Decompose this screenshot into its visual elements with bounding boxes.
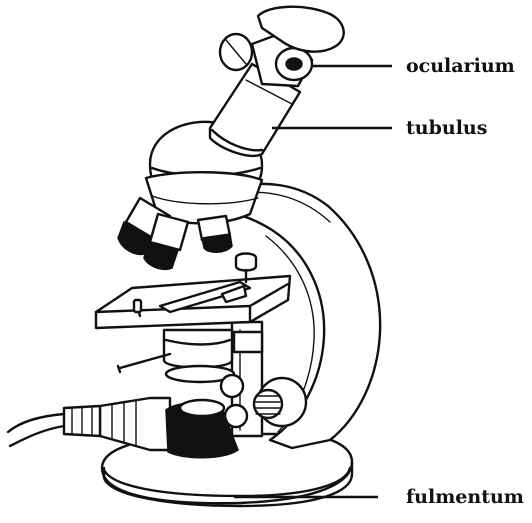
label-fulmentum: fulmentum [406,486,524,508]
objective-right [198,216,232,252]
label-ocularium: ocularium [406,55,515,77]
label-tubulus: tubulus [406,117,487,139]
microscope-stage [96,254,290,329]
condenser [118,330,234,382]
eyepiece [220,7,344,86]
